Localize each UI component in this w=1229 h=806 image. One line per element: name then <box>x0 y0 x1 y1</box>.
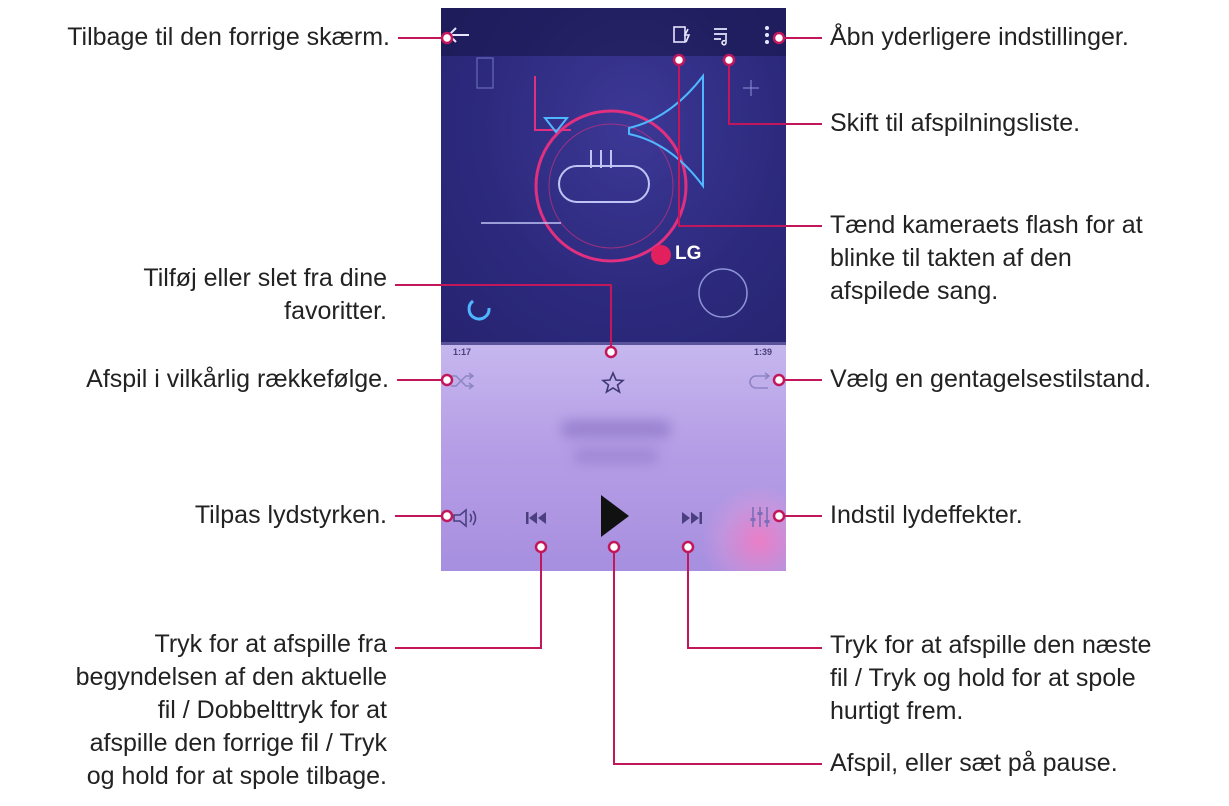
playlist-icon[interactable] <box>709 22 735 48</box>
shuffle-icon[interactable] <box>447 368 477 394</box>
brand-logo: LG <box>675 243 702 264</box>
album-art: LG <box>441 8 786 345</box>
label-repeat: Vælg en gentagelsestilstand. <box>830 365 1152 393</box>
camera-flash-icon[interactable] <box>669 22 695 48</box>
more-vertical-icon[interactable] <box>757 22 777 48</box>
label-playlist: Skift til afspilningsliste. <box>830 109 1081 137</box>
progress-track[interactable] <box>441 342 786 345</box>
label-previous: Tryk for at afspille fra begyndelsen af … <box>75 630 387 790</box>
equalizer-icon[interactable] <box>745 502 775 532</box>
back-arrow-icon[interactable] <box>443 22 473 48</box>
skip-next-icon[interactable] <box>677 504 707 532</box>
artist-name-blurred <box>573 448 659 464</box>
music-player-screen: LG 1:17 1:39 <box>441 8 786 571</box>
player-top-bar <box>441 8 786 56</box>
repeat-icon[interactable] <box>746 368 776 394</box>
volume-icon[interactable] <box>449 504 481 532</box>
album-art-illustration <box>467 57 759 321</box>
star-icon[interactable] <box>598 368 628 398</box>
label-back: Tilbage til den forrige skærm. <box>67 23 390 51</box>
label-sound-effects: Indstil lydeffekter. <box>830 501 1023 529</box>
play-icon[interactable] <box>594 490 634 542</box>
elapsed-time: 1:17 <box>453 347 472 357</box>
label-play-pause: Afspil, eller sæt på pause. <box>830 749 1118 777</box>
label-camera-flash: Tænd kameraets flash for at blinke til t… <box>830 211 1143 305</box>
skip-previous-icon[interactable] <box>521 504 551 532</box>
label-more-options: Åbn yderligere indstillinger. <box>830 23 1129 51</box>
label-favorite: Tilføj eller slet fra dine favoritter. <box>143 264 387 325</box>
total-time: 1:39 <box>753 347 772 357</box>
song-title-blurred <box>561 420 671 438</box>
label-volume: Tilpas lydstyrken. <box>194 501 387 529</box>
label-shuffle: Afspil i vilkårlig rækkefølge. <box>86 365 389 393</box>
label-next: Tryk for at afspille den næste fil / Try… <box>830 631 1152 725</box>
